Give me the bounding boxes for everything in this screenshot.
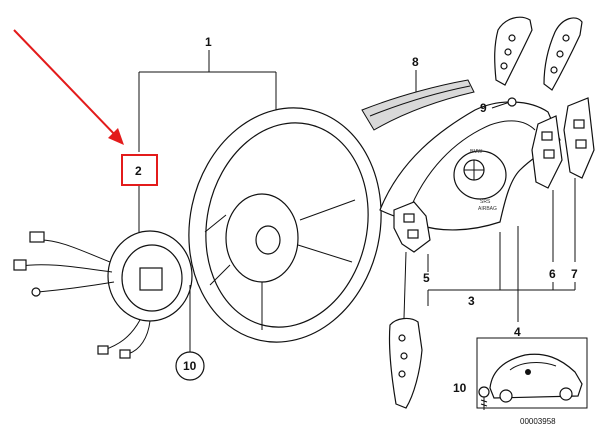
label-10-circle: 10: [183, 359, 197, 373]
switch-cover-upper-right: [543, 17, 583, 91]
airbag-line2: AIRBAG: [478, 206, 497, 212]
bracket-3: [427, 178, 576, 322]
airbag-line1: SRS: [480, 199, 491, 205]
airbag-brand: BMW: [470, 149, 483, 155]
label-3: 3: [468, 294, 475, 308]
switch-cover-lower: [388, 317, 423, 409]
label-2: 2: [135, 164, 142, 178]
label-10-inset: 10: [453, 381, 467, 395]
screw-9: [491, 97, 517, 109]
switch-cover-upper-left: [494, 16, 533, 86]
switch-module-6: [531, 115, 563, 189]
bracket-1: [138, 50, 277, 152]
car-inset: [476, 337, 588, 409]
callout-circle-10: [175, 351, 205, 381]
airbag-module: [379, 101, 561, 231]
label-6: 6: [549, 267, 556, 281]
red-arrow-icon: [13, 29, 124, 145]
screw-10: [478, 386, 490, 410]
leader-5-lower: [403, 251, 407, 319]
highlight-box: [121, 154, 158, 186]
label-8: 8: [412, 55, 419, 69]
label-1: 1: [205, 35, 212, 49]
label-5: 5: [423, 271, 430, 285]
switch-module-7: [563, 97, 595, 179]
label-7: 7: [571, 267, 578, 281]
car-silhouette-icon: [489, 353, 583, 403]
label-4: 4: [514, 325, 521, 339]
clock-spring: [13, 230, 193, 359]
label-9: 9: [480, 101, 487, 115]
switch-module-5: [393, 201, 431, 253]
diagram-id: 00003958: [520, 417, 556, 426]
trim-strip: [361, 79, 475, 131]
steering-wheel: [188, 107, 382, 343]
